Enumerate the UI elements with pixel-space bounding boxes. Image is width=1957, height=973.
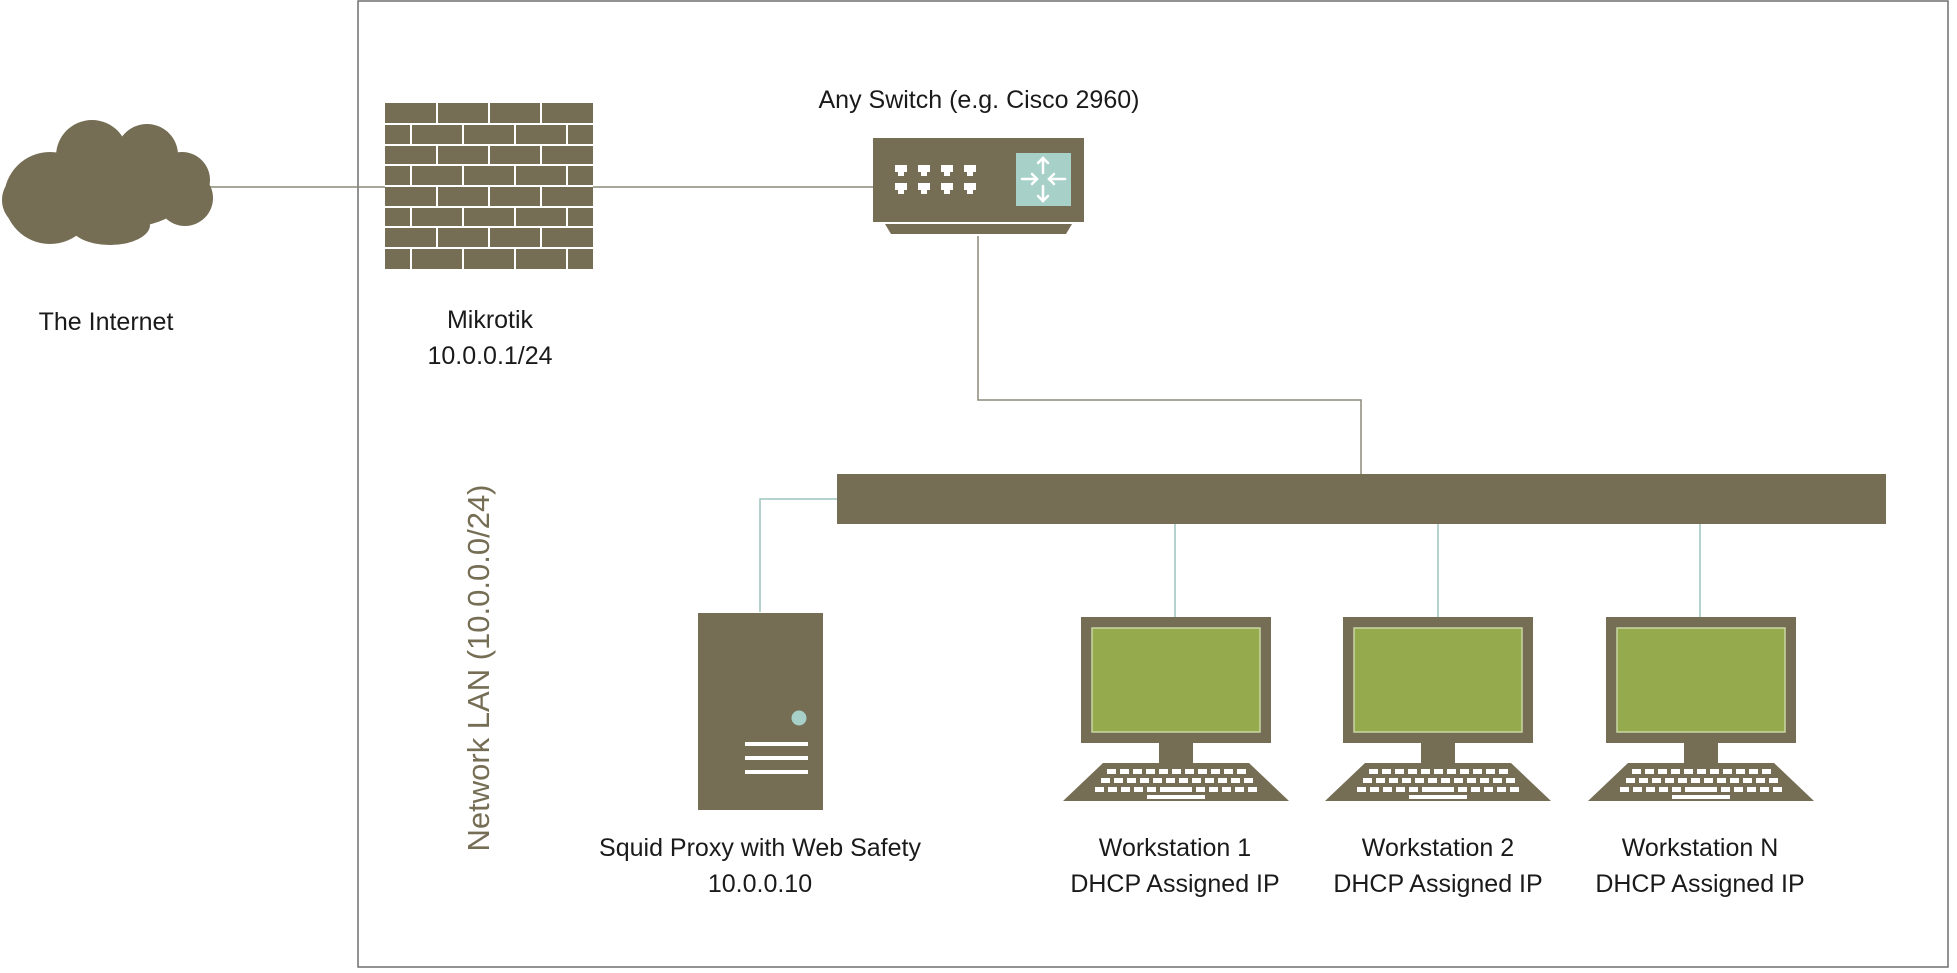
lan-label: Network LAN (10.0.0.0/24) xyxy=(461,484,496,851)
workstation-1: Workstation 1 DHCP Assigned IP xyxy=(1062,616,1290,898)
desktop-computer-icon xyxy=(1062,616,1290,802)
connection-lines xyxy=(210,186,1701,617)
switch-label: Any Switch (e.g. Cisco 2960) xyxy=(819,86,1140,114)
workstation-name-label: Workstation 1 xyxy=(1099,834,1251,862)
workstation-name-label: Workstation N xyxy=(1622,834,1779,862)
workstation-n: Workstation N DHCP Assigned IP xyxy=(1587,616,1815,898)
workstation-name-label: Workstation 2 xyxy=(1362,834,1514,862)
link-switch-backbone xyxy=(977,236,1362,475)
firewall-ip-label: 10.0.0.1/24 xyxy=(427,342,552,370)
workstation-2: Workstation 2 DHCP Assigned IP xyxy=(1324,616,1552,898)
workstation-ip-label: DHCP Assigned IP xyxy=(1595,870,1804,898)
proxy-ip-label: 10.0.0.10 xyxy=(708,870,812,898)
cloud-icon xyxy=(2,120,213,245)
desktop-computer-icon xyxy=(1587,616,1815,802)
link-backbone-proxy xyxy=(759,498,837,612)
firewall-name-label: Mikrotik xyxy=(447,306,534,334)
firewall-brick-wall-icon xyxy=(385,103,593,269)
workstation-ip-label: DHCP Assigned IP xyxy=(1070,870,1279,898)
server-tower-icon xyxy=(698,613,823,810)
lan-backbone-bar xyxy=(837,474,1886,524)
proxy-name-label: Squid Proxy with Web Safety xyxy=(599,834,921,862)
desktop-computer-icon xyxy=(1324,616,1552,802)
workstation-ip-label: DHCP Assigned IP xyxy=(1333,870,1542,898)
internet-label: The Internet xyxy=(39,308,174,336)
lan-boundary xyxy=(357,0,1949,968)
network-switch-icon xyxy=(873,138,1084,234)
